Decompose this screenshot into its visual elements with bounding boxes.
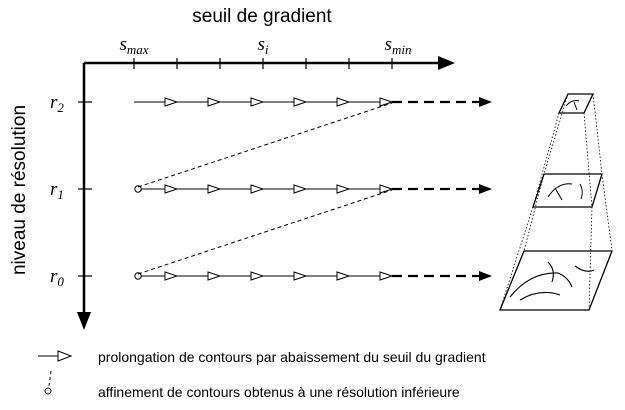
- pyramid-connectors: [499, 93, 613, 311]
- open-arrowhead: [336, 97, 351, 107]
- open-arrowhead: [293, 271, 308, 281]
- legend-dashed-circle-symbol: [44, 370, 52, 395]
- start-circle-r0: [134, 272, 142, 280]
- pyramid-plane-r1: [532, 173, 603, 208]
- y-tick-label-r0: r0: [50, 266, 64, 289]
- legend-item-affinement: affinement de contours obtenus à une rés…: [98, 384, 460, 400]
- refinement-links: [137, 102, 393, 275]
- open-arrowhead: [250, 271, 265, 281]
- open-arrowhead: [379, 97, 394, 107]
- refinement-link-r0-to-r1: [137, 189, 393, 275]
- open-arrowhead: [207, 97, 222, 107]
- legend: prolongation de contours par abaissement…: [38, 349, 486, 400]
- pyramid-plane-r0: [499, 250, 613, 311]
- flow-rows: [134, 97, 492, 281]
- extension-arrowhead-r2: [479, 97, 492, 107]
- extension-arrowhead-r0: [479, 271, 492, 281]
- open-arrowhead: [293, 184, 308, 194]
- x-tick-label-smin: smin: [385, 34, 412, 57]
- legend-open-arrow-symbol: [38, 350, 73, 362]
- open-arrowhead: [164, 184, 179, 194]
- pyramid-plane-r2: [557, 93, 595, 114]
- x-axis-arrowhead: [438, 56, 455, 70]
- x-tick-label-si: si: [257, 34, 268, 57]
- open-arrowhead: [164, 97, 179, 107]
- flow-row-r0: [134, 271, 492, 281]
- refinement-link-r1-to-r2: [137, 102, 393, 188]
- open-arrowhead: [164, 271, 179, 281]
- y-tick-label-r1: r1: [50, 179, 64, 202]
- resolution-pyramid: [499, 93, 613, 311]
- flow-row-r1: [134, 184, 492, 194]
- y-tick-label-r2: r2: [50, 92, 64, 115]
- legend-item-prolongation: prolongation de contours par abaissement…: [98, 349, 486, 365]
- open-arrowhead: [207, 271, 222, 281]
- start-circle-r1: [134, 185, 142, 193]
- open-arrowhead: [379, 184, 394, 194]
- x-tick-marks: [133, 58, 393, 69]
- y-axis-arrowhead: [77, 312, 91, 330]
- open-arrowhead: [336, 184, 351, 194]
- x-axis-title: seuil de gradient: [192, 6, 332, 27]
- open-arrowhead: [250, 184, 265, 194]
- extension-arrowhead-r1: [479, 184, 492, 194]
- open-arrowhead: [379, 271, 394, 281]
- x-tick-label-smax: smax: [119, 34, 148, 57]
- y-tick-marks: [78, 101, 92, 277]
- axes: [77, 56, 455, 330]
- open-arrowhead: [293, 97, 308, 107]
- flow-row-r2: [134, 97, 492, 107]
- y-axis-title: niveau de résolution: [9, 105, 30, 275]
- open-arrowhead: [207, 184, 222, 194]
- open-arrowhead: [336, 271, 351, 281]
- open-arrowhead: [250, 97, 265, 107]
